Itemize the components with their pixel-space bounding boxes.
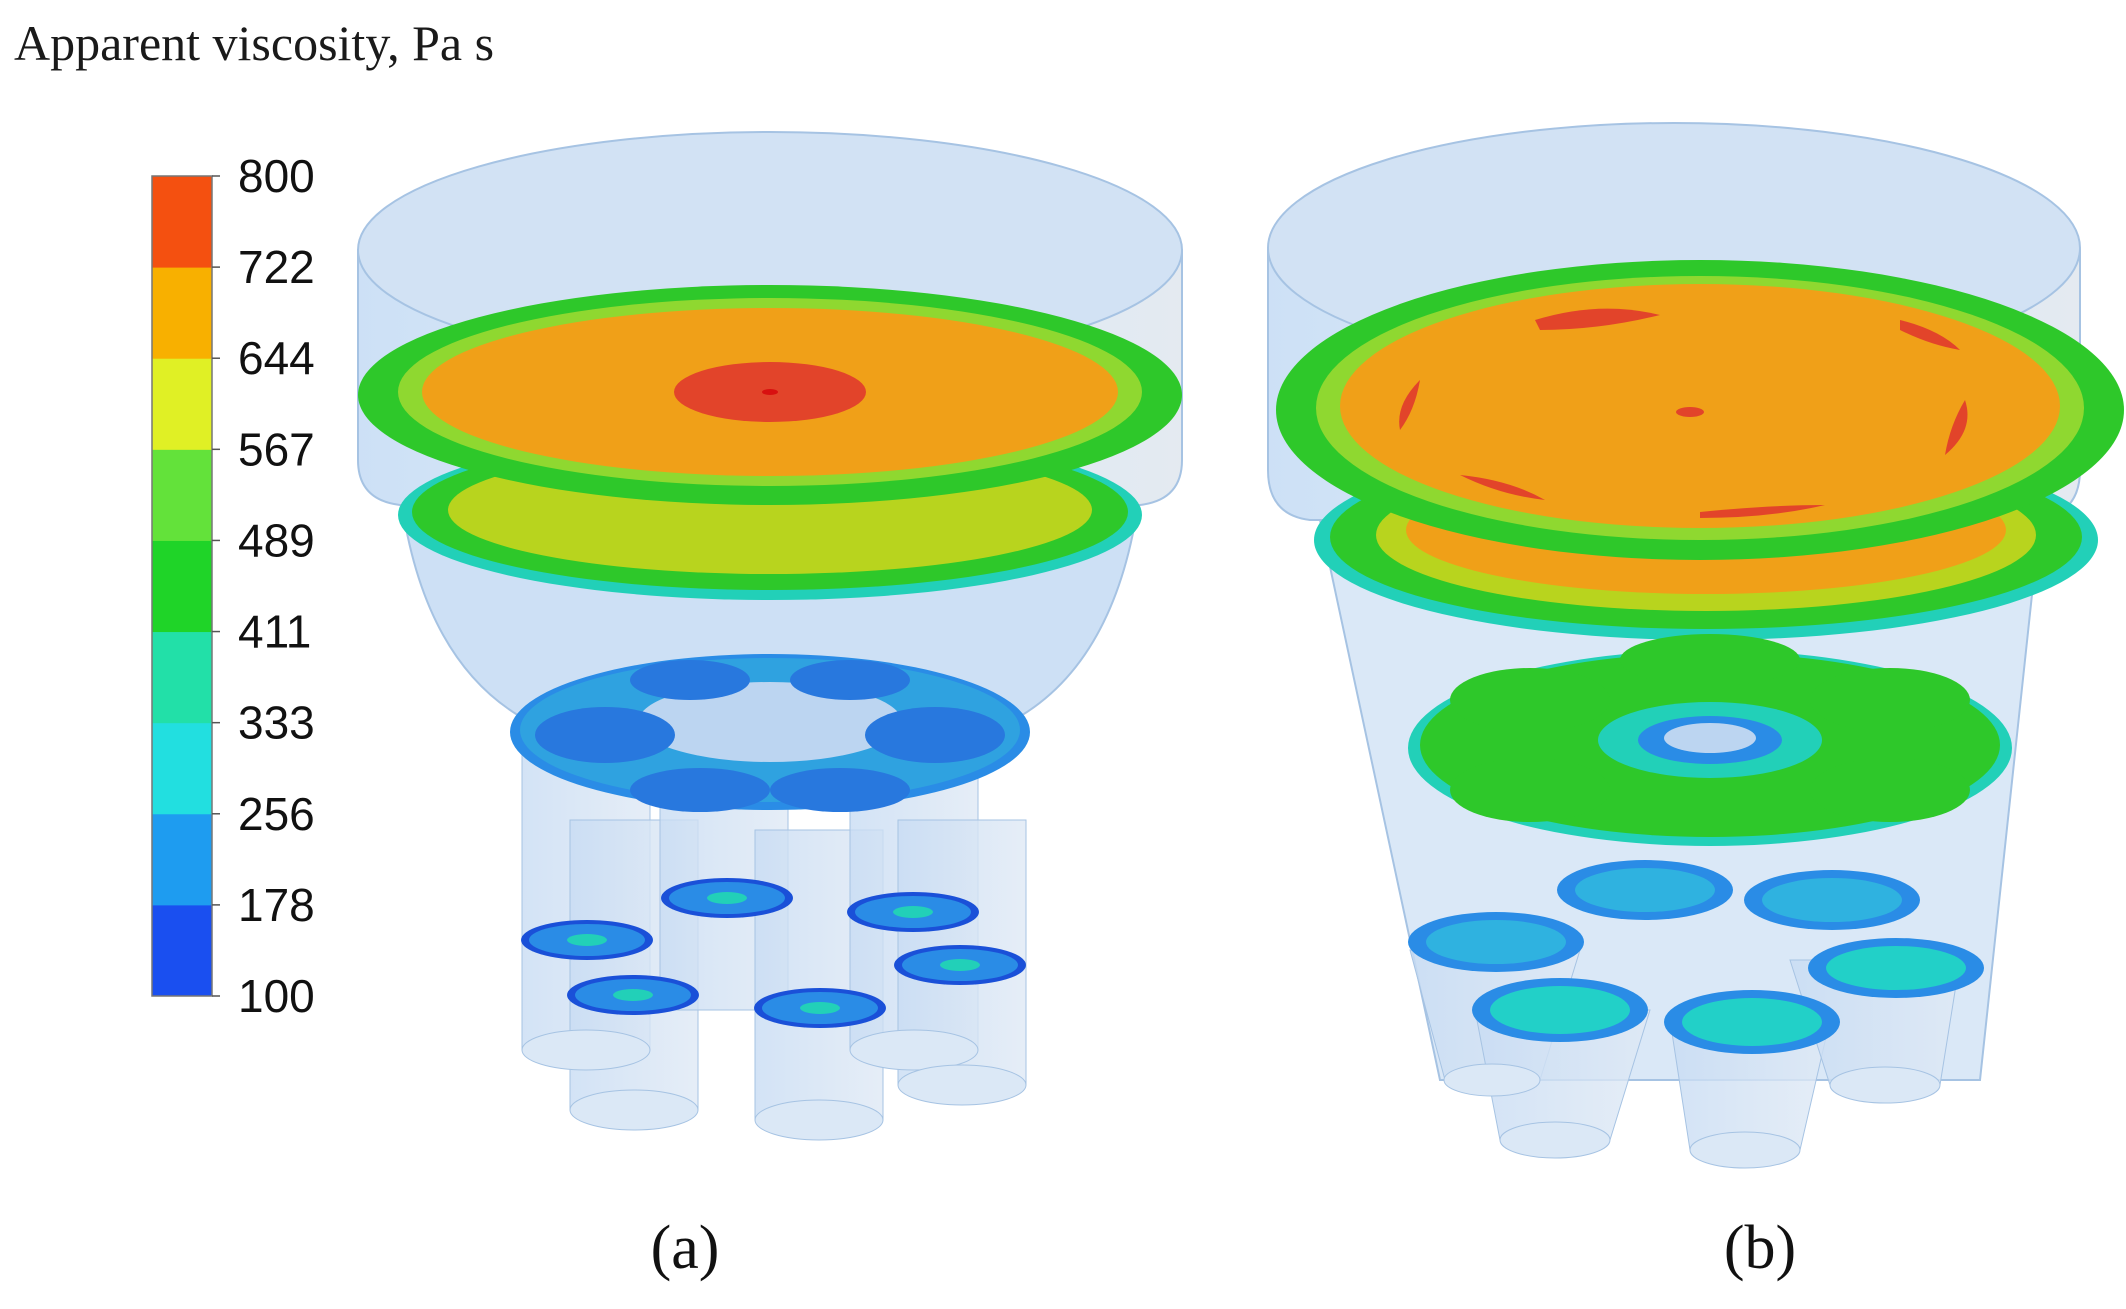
colorbar-frame: [151, 175, 213, 997]
panel-a-pipe-disks: [521, 878, 1026, 1028]
colorbar-tick-label: 411: [238, 606, 311, 658]
figure-title: Apparent viscosity, Pa s: [14, 15, 495, 71]
colorbar-tick-label: 800: [238, 150, 315, 202]
colorbar-swatch: [152, 358, 212, 450]
colorbar-swatch: [152, 813, 212, 906]
panel-a-label: (a): [651, 1214, 720, 1282]
colorbar-swatch: [152, 176, 212, 268]
colorbar-tick-label: 256: [238, 788, 315, 840]
colorbar-swatch: [152, 267, 212, 359]
panel-b-flower-disk: [1408, 634, 2012, 846]
panel-b-pipe-disks: [1408, 860, 1984, 1054]
colorbar-tick-label: 644: [238, 332, 315, 384]
colorbar-swatch: [152, 722, 212, 815]
panel-b-label: (b): [1724, 1214, 1796, 1282]
colorbar-tick-label: 722: [238, 241, 315, 293]
colorbar-legend: 800 722 644 567 489 411 333 256 178 100: [151, 150, 315, 1022]
colorbar-tick-label: 567: [238, 423, 315, 475]
colorbar-swatch: [152, 540, 212, 633]
colorbar-tick-label: 178: [238, 879, 315, 931]
colorbar-tick-label: 333: [238, 697, 315, 749]
panel-a-ring-disk: [510, 654, 1030, 812]
panel-b-pipes: [1409, 949, 1961, 1169]
panel-b-geometry: [1267, 122, 2124, 1169]
colorbar-swatches: [152, 176, 212, 997]
colorbar-swatch: [152, 904, 212, 997]
panel-b-top-disk: [1276, 260, 2124, 560]
panel-a-top-disk: [358, 285, 1182, 505]
colorbar-tick-label: 489: [238, 514, 315, 566]
colorbar-tick-label: 100: [238, 970, 315, 1022]
colorbar-swatch: [152, 631, 212, 724]
colorbar-swatch: [152, 449, 212, 541]
colorbar-ticks: 800 722 644 567 489 411 333 256 178 100: [212, 150, 315, 1022]
panel-a-geometry: [357, 131, 1183, 1141]
